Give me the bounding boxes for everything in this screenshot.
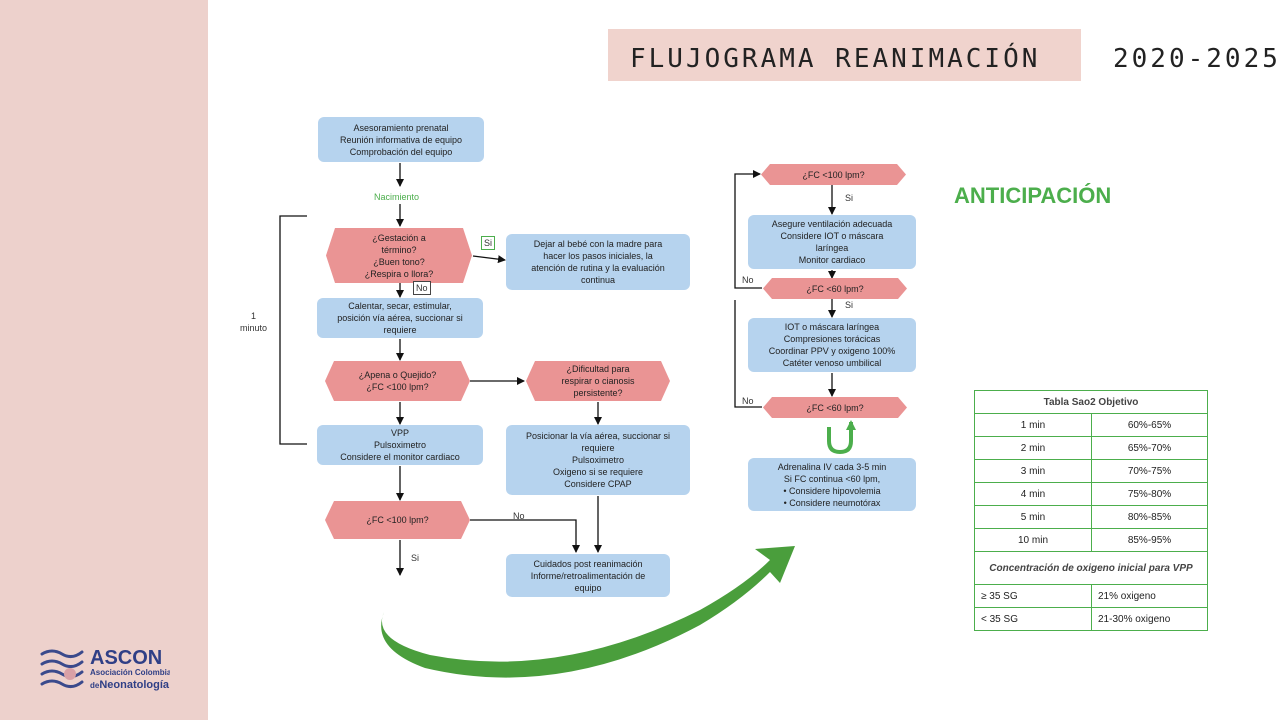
- no-label-4: No: [742, 396, 754, 406]
- yes-label-3: Si: [845, 193, 854, 203]
- adrenaline-box: Adrenalina IV cada 3-5 min Si FC continu…: [748, 458, 916, 511]
- term-question: ¿Gestación a término? ¿Buen tono? ¿Respi…: [326, 228, 472, 283]
- resp-difficulty-question: ¿Dificultad para respirar o cianosis per…: [526, 361, 670, 401]
- adrenaline-bullet-1: • Considere hipovolemia: [783, 485, 881, 496]
- arrow-term-routine: [472, 255, 506, 264]
- yes-label-2: Si: [411, 553, 420, 563]
- adrenaline-line-2: Si FC continua <60 lpm,: [783, 473, 881, 484]
- arrow-fc100-post: [470, 519, 580, 553]
- table-row: 1 min 60%-65%: [974, 413, 1208, 437]
- no-label-1: No: [413, 281, 431, 295]
- title-banner: [608, 29, 1081, 81]
- table-row: 5 min 80%-85%: [974, 505, 1208, 529]
- sao2-target-table: Tabla Sao2 Objetivo 1 min 60%-65% 2 min …: [974, 390, 1208, 631]
- left-sidebar-band: [0, 0, 208, 720]
- yes-label-4: Si: [845, 300, 854, 310]
- table-row: 3 min 70%-75%: [974, 459, 1208, 483]
- fc100-question: ¿FC <100 lpm?: [325, 501, 470, 539]
- vpp-box: VPP Pulsoximetro Considere el monitor ca…: [317, 425, 483, 465]
- one-minute-label: 1 minuto: [240, 311, 268, 333]
- apnea-question: ¿Apena o Quejido? ¿FC <100 lpm?: [325, 361, 470, 401]
- warm-dry-box: Calentar, secar, estimular, posición vía…: [317, 298, 483, 338]
- ascon-logo: ASCON Asociación Colombiana deNeonatolog…: [40, 647, 170, 691]
- iot-box: IOT o máscara laríngea Compresiones torá…: [748, 318, 916, 372]
- yes-label-1: Si: [481, 236, 496, 250]
- logo-name: ASCON: [90, 647, 162, 669]
- table-row: ≥ 35 SG 21% oxigeno: [974, 584, 1208, 608]
- fc60-question-a: ¿FC <60 lpm?: [763, 278, 907, 299]
- routine-care-box: Dejar al bebé con la madre para hacer lo…: [506, 234, 690, 290]
- adrenaline-bullet-2: • Considere neumotórax: [783, 497, 881, 508]
- page-title: FLUJOGRAMA REANIMACIÓN: [630, 44, 1041, 74]
- no-label-2: No: [513, 511, 525, 521]
- table-row: < 35 SG 21-30% oxigeno: [974, 607, 1208, 631]
- adrenaline-line-1: Adrenalina IV cada 3-5 min: [777, 461, 887, 472]
- post-care-box: Cuidados post reanimación Informe/retroa…: [506, 554, 670, 597]
- table-row: 4 min 75%-80%: [974, 482, 1208, 506]
- minute-bracket: [279, 215, 307, 445]
- big-curved-arrow-body: [381, 546, 795, 678]
- ascon-logo-mark-icon: [40, 649, 84, 689]
- anticipation-heading: ANTICIPACIÓN: [954, 183, 1112, 208]
- prenatal-box: Asesoramiento prenatal Reunión informati…: [318, 117, 484, 162]
- logo-line-1: Asociación Colombiana: [90, 668, 170, 677]
- no-label-3: No: [742, 275, 754, 285]
- page-years: 2020-2025: [1113, 44, 1280, 74]
- table-row: 2 min 65%-70%: [974, 436, 1208, 460]
- table-row: 10 min 85%-95%: [974, 528, 1208, 552]
- u-turn-arrow: [827, 420, 856, 455]
- logo-line-2: deNeonatología: [90, 679, 170, 691]
- loop-fc60-b: [734, 300, 762, 408]
- birth-label: Nacimiento: [374, 192, 420, 202]
- oxygen-table-title: Concentración de oxigeno inicial para VP…: [974, 551, 1208, 585]
- sao2-table-title: Tabla Sao2 Objetivo: [974, 390, 1208, 414]
- fc100-question-b: ¿FC <100 lpm?: [761, 164, 906, 185]
- ventilation-box: Asegure ventilación adecuada Considere I…: [748, 215, 916, 269]
- fc60-question-b: ¿FC <60 lpm?: [763, 397, 907, 418]
- loop-fc60-a: [734, 170, 762, 289]
- position-airway-box: Posicionar la vía aérea, succionar si re…: [506, 425, 690, 495]
